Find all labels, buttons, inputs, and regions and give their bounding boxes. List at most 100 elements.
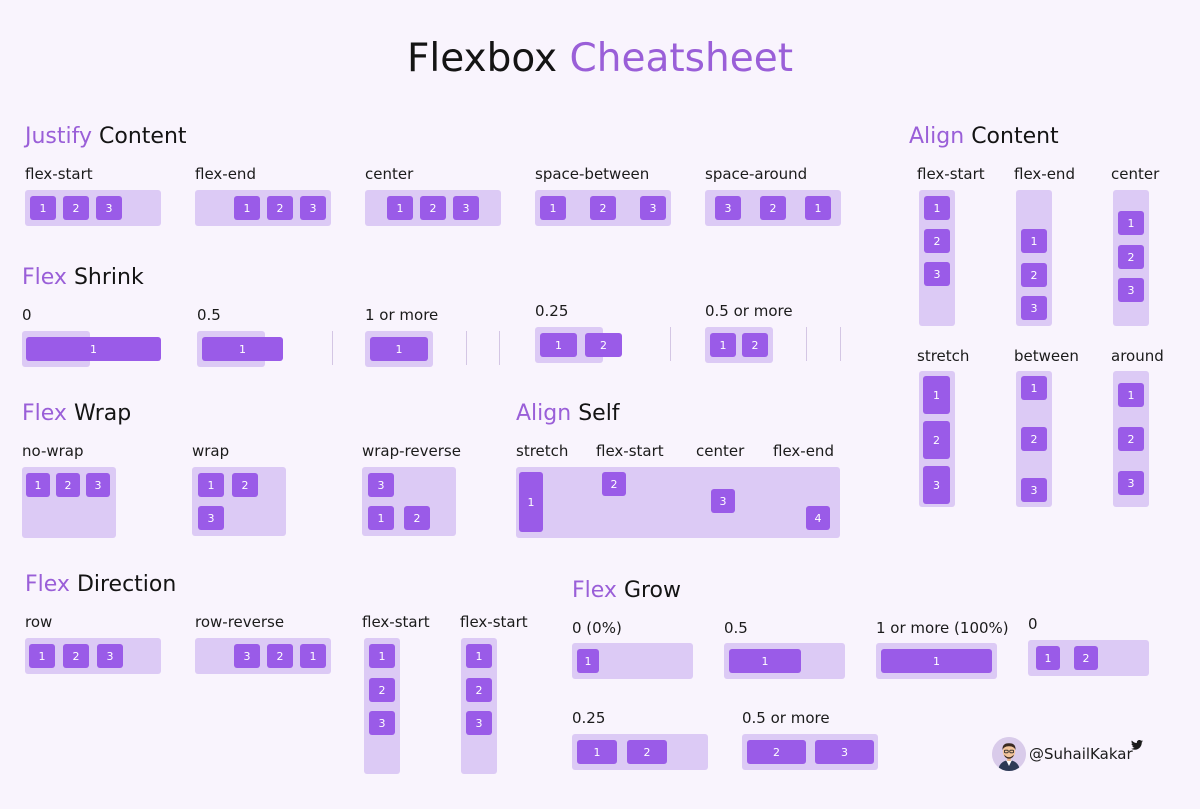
flex-item: 1	[26, 473, 50, 497]
section-heading-accent: Flex	[572, 578, 617, 603]
container-edge-divider	[806, 327, 807, 361]
label-align-content-stretch: stretch	[917, 347, 970, 365]
flex-item: 2	[232, 473, 258, 497]
label-grow-0: 0	[1028, 615, 1038, 633]
section-heading-word: Content	[99, 124, 187, 149]
section-heading-accent: Justify	[25, 124, 93, 149]
flex-item-stretch: 1	[519, 472, 543, 532]
flex-item: 1	[881, 649, 992, 673]
flex-item: 3	[453, 196, 479, 220]
section-heading-accent: Flex	[22, 401, 67, 426]
title-word-cheatsheet: Cheatsheet	[569, 36, 793, 81]
flex-item: 2	[1074, 646, 1098, 670]
demo-direction-column: 1 2 3	[364, 638, 400, 774]
flex-item: 2	[585, 333, 622, 357]
demo-wrap-reverse: 3 1 2	[362, 467, 456, 536]
flex-item: 2	[590, 196, 616, 220]
flex-item: 1	[710, 333, 736, 357]
demo-grow-1-or-more: 1	[876, 643, 997, 679]
flex-item: 3	[198, 506, 224, 530]
flex-item: 3	[923, 466, 950, 504]
label-justify-space-between: space-between	[535, 165, 650, 183]
label-wrap-no-wrap: no-wrap	[22, 442, 84, 460]
label-grow-0-percent: 0 (0%)	[572, 619, 622, 637]
flex-item: 1	[30, 196, 56, 220]
flex-item: 1	[577, 740, 617, 764]
label-justify-flex-end: flex-end	[195, 165, 256, 183]
flex-item: 1	[26, 337, 161, 361]
flex-item: 1	[1118, 211, 1144, 235]
label-align-self-stretch: stretch	[516, 442, 569, 460]
flex-item: 3	[466, 711, 492, 735]
demo-align-content-stretch: 1 2 3	[919, 371, 955, 507]
flex-item-flex-end: 4	[806, 506, 830, 530]
flex-item: 1	[729, 649, 801, 673]
demo-grow-0-5-or-more: 2 3	[742, 734, 878, 770]
demo-align-content-between: 1 2 3	[1016, 371, 1052, 507]
section-heading-accent: Align	[909, 124, 965, 149]
section-heading-word: Content	[971, 124, 1059, 149]
demo-grow-0: 1 2	[1028, 640, 1149, 676]
flex-item: 2	[404, 506, 430, 530]
label-direction-row-reverse: row-reverse	[195, 613, 285, 631]
flex-item: 1	[370, 337, 428, 361]
flex-item: 1	[369, 644, 395, 668]
section-heading-accent: Flex	[22, 265, 67, 290]
demo-align-content-flex-start: 1 2 3	[919, 190, 955, 326]
demo-shrink-0-5-or-more: 1 2	[705, 327, 773, 363]
flex-item: 3	[96, 196, 122, 220]
container-edge-divider	[840, 327, 841, 361]
section-justify-content: Justify Content	[25, 124, 187, 149]
label-shrink-1-or-more: 1 or more	[365, 306, 439, 324]
label-direction-row: row	[25, 613, 53, 631]
flex-item: 2	[747, 740, 806, 764]
demo-align-content-flex-end: 1 2 3	[1016, 190, 1052, 326]
flex-item: 1	[577, 649, 599, 673]
title-word-flexbox: Flexbox	[406, 36, 558, 81]
author-handle: @SuhailKakar	[1029, 745, 1133, 763]
flex-item: 3	[369, 711, 395, 735]
demo-grow-0-5: 1	[724, 643, 845, 679]
demo-direction-row: 1 2 3	[25, 638, 161, 674]
flex-item: 2	[627, 740, 667, 764]
flex-item: 1	[540, 196, 566, 220]
flex-item: 1	[198, 473, 224, 497]
flex-item: 2	[63, 644, 89, 668]
flex-item: 3	[97, 644, 123, 668]
label-align-content-flex-end: flex-end	[1014, 165, 1075, 183]
demo-justify-space-between: 1 2 3	[535, 190, 671, 226]
flex-item: 3	[86, 473, 110, 497]
flex-item: 2	[1021, 427, 1047, 451]
flex-item: 2	[369, 678, 395, 702]
container-edge-divider	[332, 331, 333, 365]
label-grow-0-25: 0.25	[572, 709, 606, 727]
demo-wrap-wrap: 1 2 3	[192, 467, 286, 536]
flex-item: 1	[924, 196, 950, 220]
flex-item: 1	[466, 644, 492, 668]
flex-item: 1	[368, 506, 394, 530]
label-align-self-flex-start: flex-start	[596, 442, 664, 460]
flex-item: 1	[234, 196, 260, 220]
flex-item: 1	[1118, 383, 1144, 407]
flex-item: 3	[1021, 296, 1047, 320]
flex-item: 1	[387, 196, 413, 220]
label-shrink-0-25: 0.25	[535, 302, 569, 320]
flex-item: 3	[1118, 278, 1144, 302]
flex-item: 1	[923, 376, 950, 414]
section-heading-word: Wrap	[73, 401, 132, 426]
flex-item: 1	[1021, 376, 1047, 400]
section-heading-word: Shrink	[73, 265, 144, 290]
flex-item: 2	[923, 421, 950, 459]
label-justify-flex-start: flex-start	[25, 165, 93, 183]
section-heading-word: Grow	[623, 578, 681, 603]
flex-item: 2	[1021, 263, 1047, 287]
demo-shrink-1-or-more: 1	[365, 331, 433, 367]
avatar-icon	[992, 737, 1026, 771]
flex-item: 2	[420, 196, 446, 220]
flex-item: 1	[805, 196, 831, 220]
section-flex-grow: Flex Grow	[572, 578, 681, 603]
demo-align-content-center: 1 2 3	[1113, 190, 1149, 326]
demo-justify-center: 1 2 3	[365, 190, 501, 226]
label-wrap-reverse: wrap-reverse	[362, 442, 461, 460]
demo-direction-row-reverse: 3 2 1	[195, 638, 331, 674]
